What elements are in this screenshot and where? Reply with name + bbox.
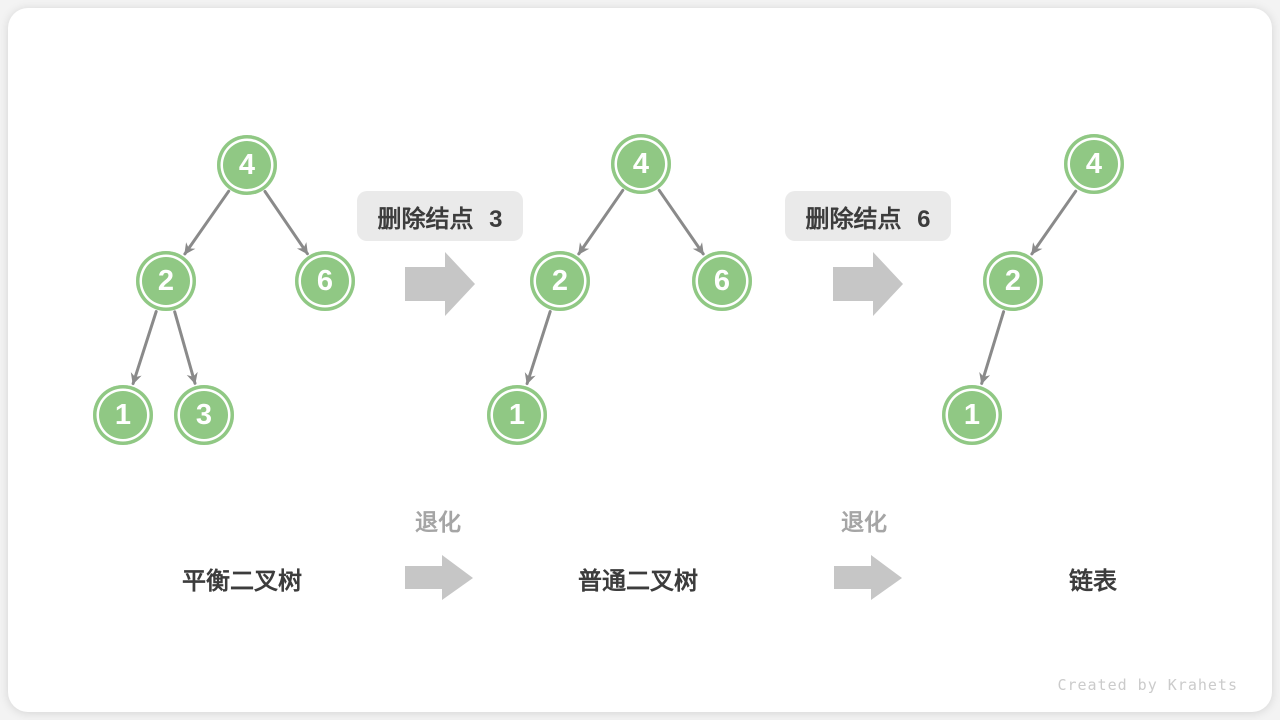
degrade-arrow-icon bbox=[834, 555, 902, 600]
figure-card bbox=[8, 8, 1272, 712]
degrade-arrow-icon bbox=[405, 555, 473, 600]
tree-edge-arrow bbox=[183, 189, 231, 256]
tree-node-value: 6 bbox=[713, 264, 731, 297]
tree-node-value: 1 bbox=[963, 398, 981, 431]
tree-node-value: 4 bbox=[238, 148, 256, 181]
tree-caption-balanced: 平衡二叉树 bbox=[182, 568, 302, 595]
step-arrow-icon bbox=[405, 252, 475, 316]
tree-node-value: 6 bbox=[316, 264, 334, 297]
tree-edge-arrow bbox=[524, 310, 552, 386]
tree-node-value: 3 bbox=[195, 398, 213, 431]
tree-edge-arrow bbox=[263, 190, 309, 256]
degrade-label: 退化 bbox=[841, 509, 887, 535]
tree-node: 2 bbox=[983, 251, 1043, 311]
tree-node-value: 1 bbox=[114, 398, 132, 431]
tree-edge-arrow bbox=[1030, 189, 1078, 256]
tree-caption-linkedlist: 链表 bbox=[1069, 568, 1117, 595]
tree-caption-ordinary: 普通二叉树 bbox=[578, 568, 698, 595]
tree-edge-arrow bbox=[979, 310, 1006, 385]
tree-edge-arrow bbox=[577, 188, 625, 256]
tree-edge-arrow bbox=[173, 310, 198, 385]
tree-edge-arrow bbox=[657, 188, 705, 256]
tree-node: 3 bbox=[174, 385, 234, 445]
tree-node: 1 bbox=[487, 385, 547, 445]
tree-node: 2 bbox=[136, 251, 196, 311]
tree-node: 1 bbox=[942, 385, 1002, 445]
delete-node-badge: 删除结点 6 bbox=[785, 191, 951, 241]
tree-node-value: 2 bbox=[1004, 264, 1022, 297]
tree-node-value: 4 bbox=[632, 147, 650, 180]
tree-node-value: 4 bbox=[1085, 147, 1103, 180]
tree-edge-arrow bbox=[130, 310, 158, 386]
degrade-label: 退化 bbox=[415, 509, 461, 535]
tree-node: 6 bbox=[295, 251, 355, 311]
tree-node: 6 bbox=[692, 251, 752, 311]
watermark: Created by Krahets bbox=[1057, 676, 1238, 694]
tree-node-value: 2 bbox=[157, 264, 175, 297]
tree-node-value: 2 bbox=[551, 264, 569, 297]
step-arrow-icon bbox=[833, 252, 903, 316]
tree-node: 1 bbox=[93, 385, 153, 445]
tree-node-value: 1 bbox=[508, 398, 526, 431]
delete-node-badge: 删除结点 3 bbox=[357, 191, 523, 241]
tree-node: 4 bbox=[611, 134, 671, 194]
tree-node: 4 bbox=[1064, 134, 1124, 194]
tree-node: 2 bbox=[530, 251, 590, 311]
tree-node: 4 bbox=[217, 135, 277, 195]
